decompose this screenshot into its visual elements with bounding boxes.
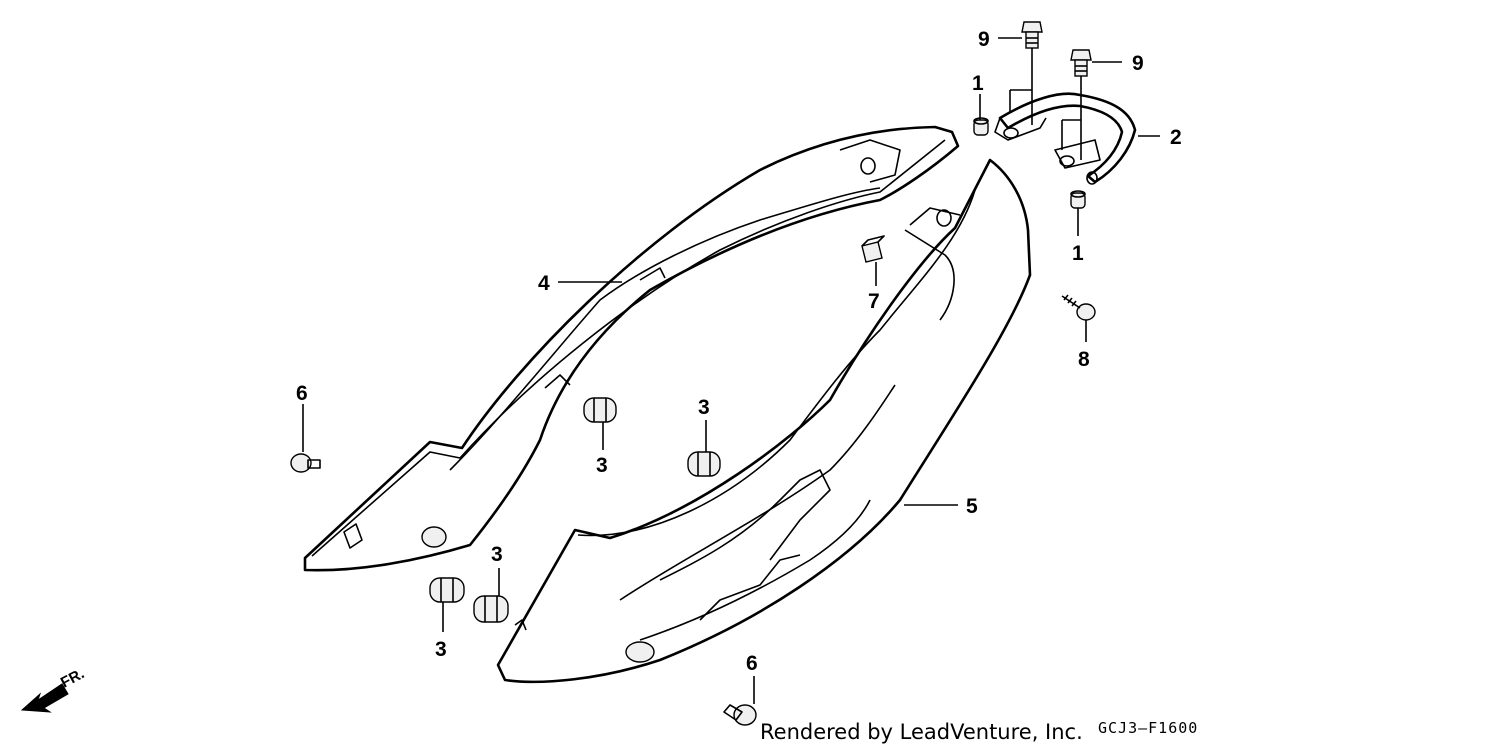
callout-9-right: 9 <box>1132 52 1144 75</box>
callout-8: 8 <box>1078 348 1090 371</box>
callout-4: 4 <box>538 272 550 295</box>
callout-6-left: 6 <box>296 382 308 405</box>
part-4-left-cowl[interactable] <box>303 125 960 572</box>
callout-9-left: 9 <box>978 28 990 51</box>
leader-lines <box>302 37 1160 704</box>
part-3-grommet-b[interactable] <box>687 451 721 477</box>
callout-1-upper: 1 <box>972 72 984 95</box>
callout-6-bottom: 6 <box>746 652 758 675</box>
part-7-nut[interactable] <box>861 235 885 263</box>
part-6-clip-bottom[interactable] <box>723 704 757 726</box>
part-9-bolt-right[interactable] <box>1070 49 1092 77</box>
part-5-right-cover[interactable] <box>496 158 1032 684</box>
callout-3-b: 3 <box>698 396 710 419</box>
credit-text: Rendered by LeadVenture, Inc. <box>760 720 1083 744</box>
diagram-code: GCJ3–F1600 <box>1098 719 1198 737</box>
part-3-grommet-d[interactable] <box>473 595 509 623</box>
part-8-screw[interactable] <box>1061 294 1096 321</box>
callout-3-a: 3 <box>596 454 608 477</box>
part-2-grab-rail[interactable] <box>994 92 1137 185</box>
front-direction-arrow-icon <box>20 683 69 713</box>
callout-3-c: 3 <box>435 638 447 661</box>
part-6-clip-left[interactable] <box>290 453 321 473</box>
callout-5: 5 <box>966 495 978 518</box>
callout-2: 2 <box>1170 126 1182 149</box>
part-1-cap-upper[interactable] <box>973 117 989 136</box>
part-9-bolt-left[interactable] <box>1021 21 1043 49</box>
part-1-cap-lower[interactable] <box>1070 190 1086 209</box>
callout-7: 7 <box>868 290 880 313</box>
part-3-grommet-c[interactable] <box>429 577 465 603</box>
callout-1-lower: 1 <box>1072 242 1084 265</box>
part-3-grommet-a[interactable] <box>583 397 617 423</box>
callout-3-d: 3 <box>491 543 503 566</box>
